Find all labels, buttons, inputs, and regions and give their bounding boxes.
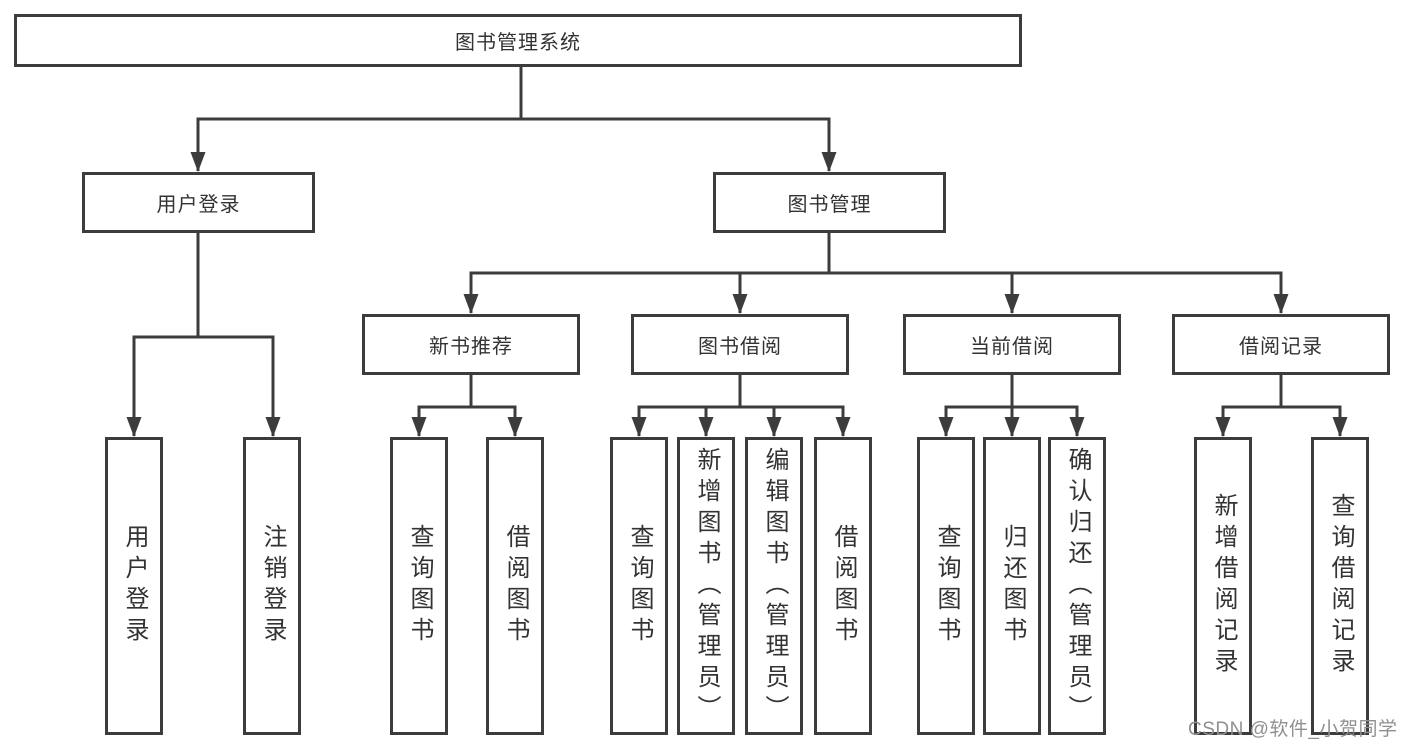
leaf-cb-confirm-return-admin: 确认归还（管理员） <box>1048 437 1106 735</box>
node-book-borrow: 图书借阅 <box>631 314 849 375</box>
leaf-nb-borrow-book: 借阅图书 <box>486 437 544 735</box>
node-current-borrow: 当前借阅 <box>903 314 1121 375</box>
node-borrow-record: 借阅记录 <box>1172 314 1390 375</box>
leaf-br-add-record: 新增借阅记录 <box>1194 437 1252 735</box>
leaf-cb-return-book: 归还图书 <box>983 437 1041 735</box>
leaf-cb-query-book: 查询图书 <box>917 437 975 735</box>
leaf-bb-query-book: 查询图书 <box>610 437 668 735</box>
leaf-bb-add-book-admin: 新增图书（管理员） <box>677 437 735 735</box>
node-new-book-recommend: 新书推荐 <box>362 314 580 375</box>
node-user-login: 用户登录 <box>82 172 315 233</box>
csdn-watermark: CSDN @软件_小贺同学 <box>1188 719 1398 740</box>
leaf-user-login: 用户登录 <box>105 437 163 735</box>
leaf-bb-borrow-book: 借阅图书 <box>814 437 872 735</box>
node-book-management: 图书管理 <box>713 172 946 233</box>
leaf-nb-query-book: 查询图书 <box>390 437 448 735</box>
leaf-br-query-record: 查询借阅记录 <box>1311 437 1369 735</box>
node-root: 图书管理系统 <box>14 14 1022 67</box>
leaf-bb-edit-book-admin: 编辑图书（管理员） <box>745 437 803 735</box>
leaf-logout: 注销登录 <box>243 437 301 735</box>
